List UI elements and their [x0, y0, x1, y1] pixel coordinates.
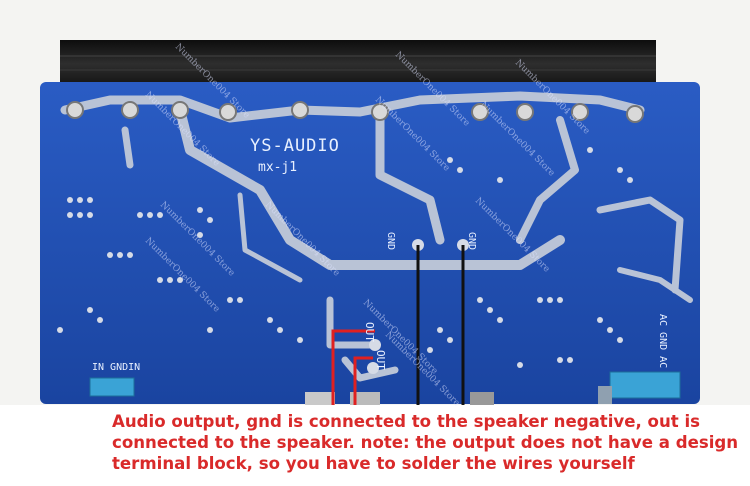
- red-wire-out: [331, 329, 375, 420]
- gnd-label-left: GND: [385, 232, 396, 251]
- gnd-label-right: GND: [466, 232, 477, 251]
- caption-text: Audio output, gnd is connected to the sp…: [112, 412, 739, 473]
- out-label-bottom: OUT: [374, 350, 387, 370]
- pcb-board: [40, 82, 700, 404]
- capacitors: [305, 386, 612, 408]
- copper-traces: [60, 91, 693, 382]
- black-wire-gnd: [416, 245, 465, 420]
- brand-silkscreen: YS-AUDIO: [250, 136, 340, 156]
- heatsink: [60, 40, 656, 88]
- power-terminal: [609, 371, 681, 399]
- out-label-top: OUT: [363, 322, 376, 342]
- input-label: IN GNDIN: [92, 362, 141, 373]
- input-terminal: [89, 377, 135, 397]
- power-label: AC GND AC: [657, 314, 668, 369]
- model-silkscreen: mx-j1: [258, 160, 298, 175]
- screw-terminals: [66, 101, 644, 123]
- caption-background: [0, 405, 750, 486]
